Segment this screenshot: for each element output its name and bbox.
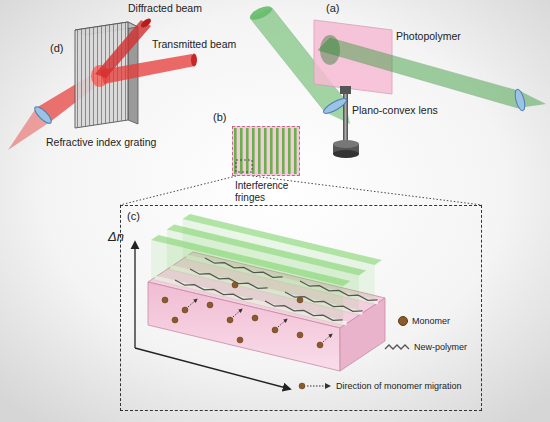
- migration-arrows: [188, 299, 332, 342]
- migration-arrow: [307, 386, 326, 387]
- panel-letter: (a): [326, 2, 339, 15]
- fringe-stripes: [234, 128, 298, 174]
- lens: [322, 96, 349, 116]
- axis-label: Δn: [108, 229, 124, 245]
- part-label: Plano-convex lens: [352, 104, 438, 117]
- legend-row: Direction of monomer migration: [298, 381, 462, 392]
- lens: [32, 104, 53, 125]
- panel-letter: (b): [213, 111, 237, 124]
- monomer-dot: [252, 315, 258, 321]
- polymer-chain-icon: [385, 345, 409, 349]
- polymer-chain: [205, 258, 283, 277]
- migration-arrow: [323, 334, 332, 342]
- panel-caption: Interference fringes: [235, 180, 309, 204]
- legend-text: Monomer: [412, 316, 450, 327]
- monomer-dot: [297, 332, 303, 338]
- migration-icon: [298, 381, 332, 391]
- polymer-chains: [175, 258, 378, 320]
- part-label: Photopolymer: [396, 30, 461, 43]
- beam-end: [191, 54, 197, 67]
- light-band: [183, 214, 382, 265]
- part-label: Refractive index grating: [46, 136, 156, 149]
- monomer-dot: [182, 307, 188, 313]
- light-curtain: [183, 219, 375, 305]
- polymer-chain: [300, 281, 378, 300]
- legend-text: New-polymer: [414, 342, 467, 353]
- monomer-dot: [162, 297, 168, 303]
- stand-base: [333, 140, 359, 148]
- migration-arrow: [188, 299, 197, 307]
- panel-letter: (c): [127, 210, 157, 223]
- holder: [340, 86, 351, 94]
- monomer-dot: [299, 383, 305, 389]
- monomer-dot: [272, 327, 278, 333]
- migration-arrow: [233, 309, 242, 317]
- diffracted-beam: [95, 20, 151, 78]
- recording-beam: [318, 38, 522, 108]
- lens: [513, 88, 526, 111]
- legend-row: Monomer: [398, 316, 450, 327]
- monomers: [162, 282, 323, 348]
- fringe-panel: (b)Interference fringes: [232, 126, 300, 176]
- position-axis: [135, 348, 290, 389]
- monomer-dot: [297, 297, 303, 303]
- panel-c-mechanism: [135, 214, 385, 389]
- polymer-chain-icon: [384, 342, 410, 352]
- monomer-dot: [207, 302, 213, 308]
- part-label: Transmitted beam: [152, 38, 236, 51]
- legend-swatch: [398, 316, 408, 326]
- zoom-square: [236, 160, 252, 172]
- polymer-chain: [265, 301, 343, 320]
- migration-arrow: [278, 319, 287, 327]
- legend-text: Direction of monomer migration: [336, 381, 462, 392]
- delta-n-axis: [134, 242, 135, 348]
- monomer-dot: [232, 282, 238, 288]
- arrow-head: [325, 383, 331, 389]
- legend-row: New-polymer: [384, 342, 467, 353]
- zoom-panel: (c): [120, 205, 482, 411]
- monomer-dot: [237, 337, 243, 343]
- beam-end: [248, 3, 274, 22]
- interference-spot: [320, 35, 340, 65]
- panel-d-readout: [8, 17, 197, 150]
- monomer-dot: [227, 317, 233, 323]
- panel-letter: (d): [50, 42, 63, 55]
- part-label: Diffracted beam: [128, 2, 202, 15]
- leader-line: [120, 176, 236, 205]
- stand-base: [333, 150, 359, 158]
- fringe-area: [232, 126, 300, 176]
- panel-b-fringes: [232, 126, 300, 176]
- beam-end: [139, 17, 152, 29]
- monomer-dot: [317, 342, 323, 348]
- monomer-dot: [172, 317, 178, 323]
